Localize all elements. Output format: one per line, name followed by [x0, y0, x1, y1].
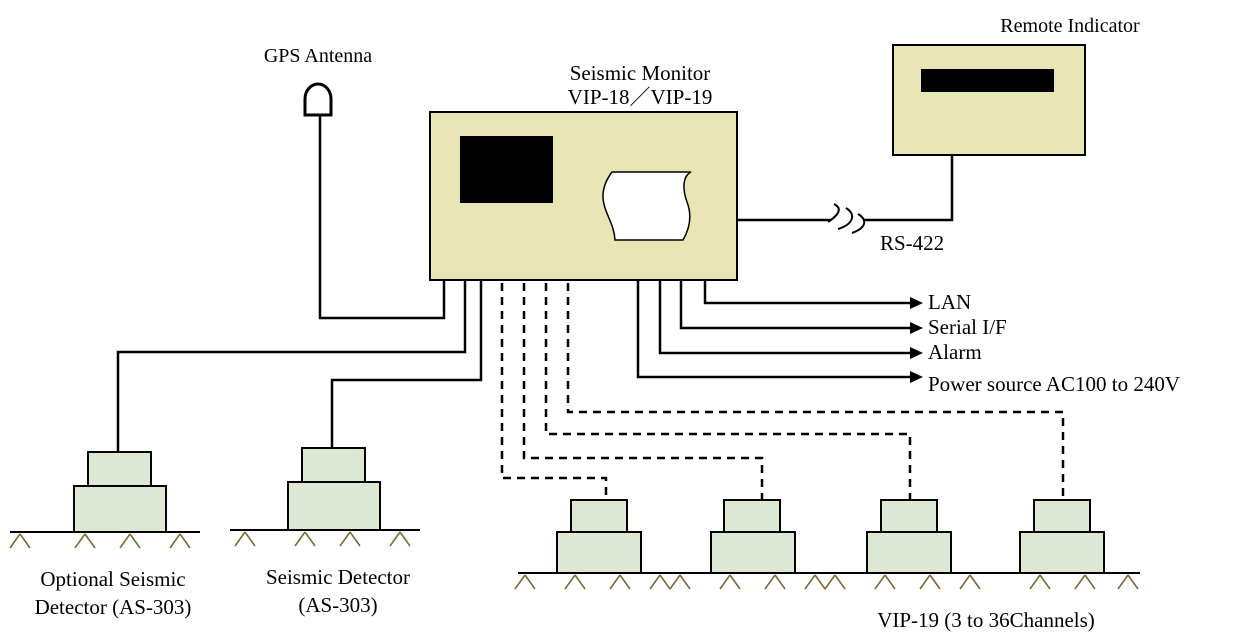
vip19-channel-cable-1 [500, 283, 608, 500]
optional-detector-label-line2: Detector (AS-303) [35, 595, 192, 619]
lan-line [703, 280, 910, 305]
rs422-label: RS-422 [880, 231, 944, 255]
power-line [636, 280, 910, 379]
seismic-monitor-title: Seismic Monitor [570, 61, 711, 85]
serial-if-arrow-icon [910, 322, 923, 334]
vip19-channel-detector-4 [1019, 499, 1105, 574]
gps-antenna-icon [303, 82, 333, 117]
vip19-channel-cable-2 [522, 283, 764, 500]
gps-cable [318, 115, 446, 320]
seismic-detector [230, 447, 420, 547]
vip19-ground [514, 572, 1140, 590]
paper-printout-icon [602, 171, 692, 241]
seismic-detector-cable [330, 280, 483, 448]
seismic-detector-label-line2: (AS-303) [298, 593, 377, 617]
power-arrow-icon [910, 371, 923, 383]
break-mark-icon [827, 203, 866, 234]
vip19-channels-label: VIP-19 (3 to 36Channels) [877, 608, 1095, 632]
optional-detector-label-line1: Optional Seismic [40, 567, 185, 591]
optional-seismic-detector [9, 451, 200, 549]
alarm-label: Alarm [928, 340, 982, 364]
vip19-channel-cable-3 [544, 283, 912, 500]
optional-detector-cable [116, 280, 467, 452]
seismic-monitor-model: VIP-18／VIP-19 [568, 85, 713, 109]
alarm-arrow-icon [910, 347, 923, 359]
remote-indicator-unit [892, 44, 1086, 156]
power-source-label: Power source AC100 to 240V [928, 372, 1180, 396]
remote-indicator-display [921, 69, 1054, 92]
vip19-channel-detector-1 [556, 499, 642, 574]
vip19-channel-detector-2 [710, 499, 796, 574]
serial-if-line [679, 280, 910, 330]
seismic-detector-label-line1: Seismic Detector [266, 565, 410, 589]
lan-arrow-icon [910, 297, 923, 309]
alarm-line [658, 280, 910, 355]
rs422-cable-remote-side [864, 155, 954, 222]
gps-antenna-label: GPS Antenna [264, 45, 372, 67]
serial-if-label: Serial I/F [928, 315, 1007, 339]
lan-label: LAN [928, 290, 971, 314]
monitor-display-screen [460, 136, 553, 203]
vip19-channel-detector-3 [866, 499, 952, 574]
remote-indicator-label: Remote Indicator [1000, 15, 1140, 37]
